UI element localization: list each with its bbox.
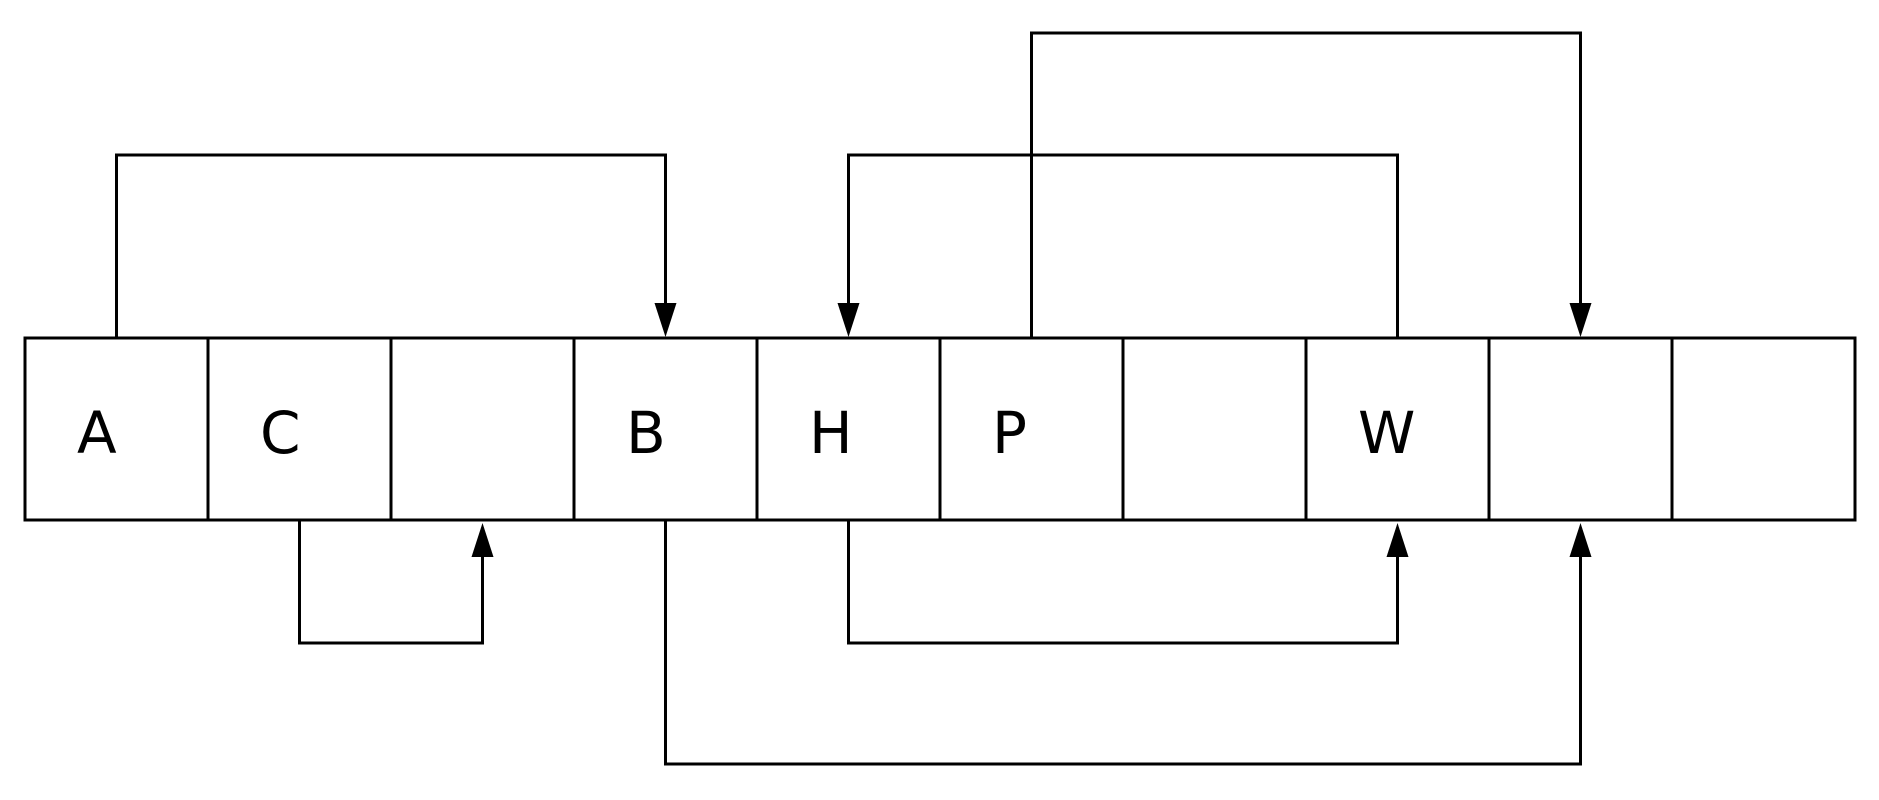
array-cell: W: [1304, 336, 1491, 522]
link-line: [847, 153, 1399, 338]
cell-box: [1304, 336, 1491, 522]
array-cell: P: [938, 336, 1125, 522]
arrow-head-icon: [1569, 523, 1592, 557]
pointer-link: [1030, 31, 1592, 338]
array-cell: [389, 336, 576, 522]
arrow-head-icon: [471, 523, 494, 557]
pointer-link: [837, 153, 1399, 338]
array-cell: C: [206, 336, 393, 522]
cell-box: [23, 336, 210, 522]
cell-label: C: [260, 399, 301, 467]
cell-label: P: [992, 399, 1027, 467]
cell-box: [755, 336, 942, 522]
cell-box: [1670, 336, 1857, 522]
cell-label: W: [1358, 399, 1415, 467]
array-cell: [1121, 336, 1308, 522]
pointer-link: [115, 153, 677, 338]
link-line: [1030, 31, 1582, 338]
link-line: [847, 520, 1399, 645]
link-line: [664, 520, 1582, 766]
arrow-head-icon: [654, 303, 677, 337]
cell-label: B: [626, 399, 666, 467]
array-cell: A: [23, 336, 210, 522]
cell-box: [206, 336, 393, 522]
cell-label: A: [77, 399, 117, 467]
link-line: [115, 153, 667, 338]
array-cell: [1487, 336, 1674, 522]
cell-box: [572, 336, 759, 522]
cell-box: [1487, 336, 1674, 522]
pointer-link: [298, 520, 494, 645]
cell-box: [938, 336, 1125, 522]
arrow-head-icon: [1569, 303, 1592, 337]
array-cell: [1670, 336, 1857, 522]
cell-label: H: [809, 399, 853, 467]
array-cell: B: [572, 336, 759, 522]
pointer-link: [847, 520, 1409, 645]
cell-box: [1121, 336, 1308, 522]
link-line: [298, 520, 484, 645]
links-layer: [115, 31, 1592, 766]
arrow-head-icon: [1386, 523, 1409, 557]
array-cell: H: [755, 336, 942, 522]
cell-box: [389, 336, 576, 522]
pointer-link: [664, 520, 1592, 766]
arrow-head-icon: [837, 303, 860, 337]
